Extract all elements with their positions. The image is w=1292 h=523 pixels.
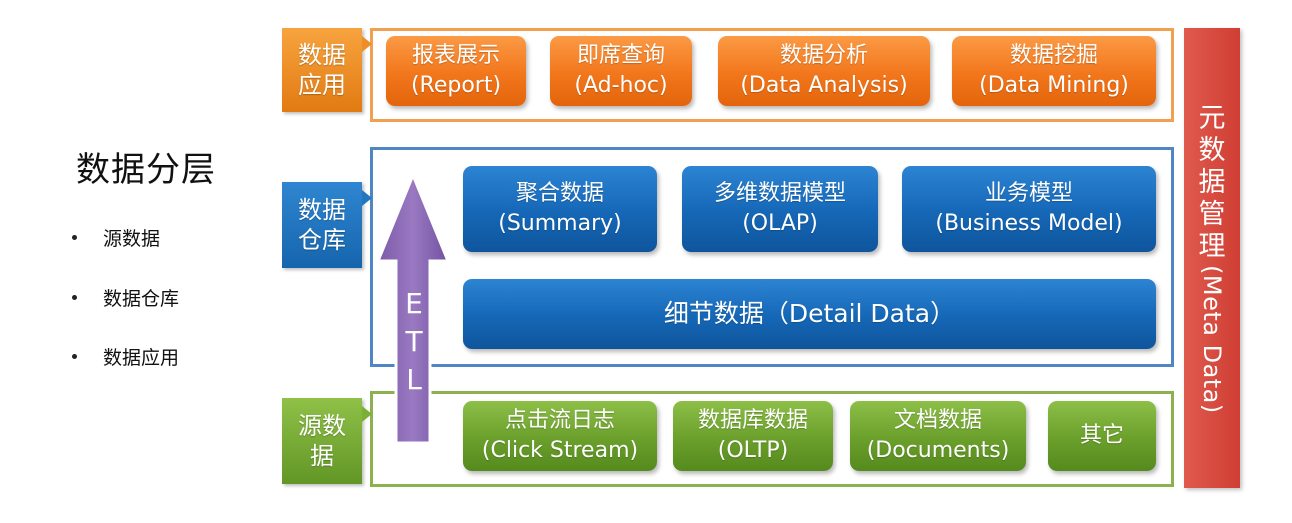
app-box-report: 报表展示 (Report) [386, 36, 526, 106]
source-box-click-stream: 点击流日志 (Click Stream) [463, 401, 657, 471]
left-panel-title: 数据分层 [76, 150, 216, 190]
warehouse-box-summary: 聚合数据 (Summary) [463, 166, 657, 252]
warehouse-box-olap: 多维数据模型 (OLAP) [682, 166, 878, 252]
bullet-label: 源数据 [103, 228, 161, 250]
source-box-other: 其它 [1048, 401, 1156, 471]
application-layer-label: 数据应用 [282, 28, 372, 112]
app-box-data-mining: 数据挖掘 (Data Mining) [952, 36, 1156, 106]
meta-data-en: (Meta Data) [1198, 264, 1226, 414]
bullet-dot [72, 295, 77, 300]
app-box-data-analysis: 数据分析 (Data Analysis) [718, 36, 930, 106]
source-layer-label: 源数据 [282, 398, 372, 484]
bullet-label: 数据应用 [103, 347, 180, 369]
source-box-oltp: 数据库数据 (OLTP) [673, 401, 833, 471]
bullet-label: 数据仓库 [103, 288, 180, 310]
bullet-item: 数据仓库 [72, 284, 179, 311]
warehouse-box-business-model: 业务模型 (Business Model) [902, 166, 1156, 252]
warehouse-layer-label: 数据仓库 [282, 182, 372, 268]
source-layer-frame [370, 391, 1174, 487]
meta-data-bar: 元数据管理 (Meta Data) [1184, 28, 1240, 488]
bullet-item: 源数据 [72, 224, 160, 251]
meta-data-zh: 元数据管理 [1198, 102, 1226, 262]
etl-arrow-icon [376, 173, 450, 445]
bullet-dot [72, 235, 77, 240]
bullet-dot [72, 354, 77, 359]
warehouse-box-detail-data: 细节数据（Detail Data） [463, 279, 1156, 349]
app-box-adhoc: 即席查询 (Ad-hoc) [550, 36, 692, 106]
bullet-item: 数据应用 [72, 343, 179, 370]
warehouse-layer-frame [370, 147, 1174, 367]
application-layer-frame [370, 28, 1174, 122]
etl-label: ETL [405, 287, 423, 396]
source-box-documents: 文档数据 (Documents) [850, 401, 1026, 471]
